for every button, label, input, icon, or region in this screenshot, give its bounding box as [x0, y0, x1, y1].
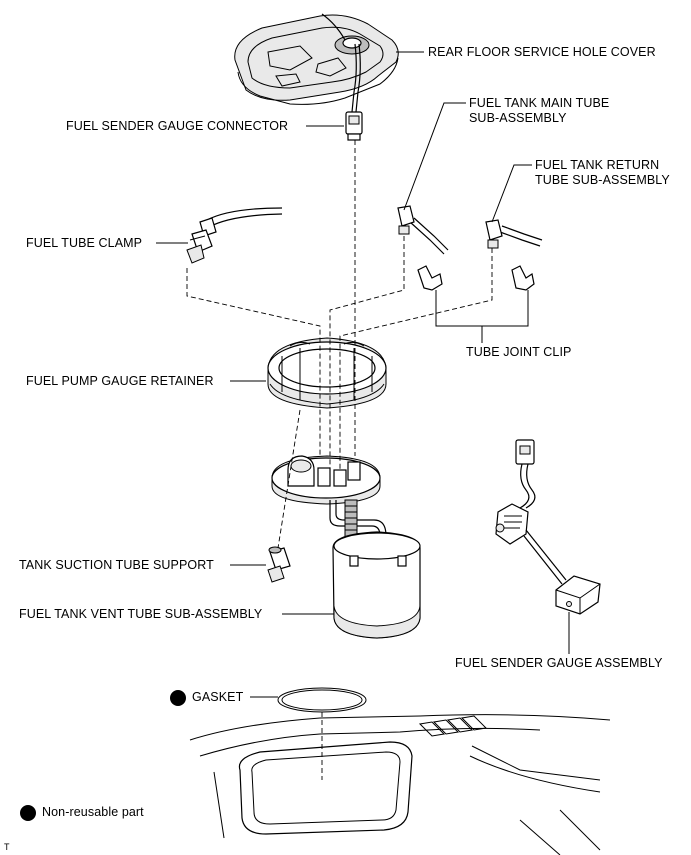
fuel-tube-clamp	[186, 207, 283, 264]
label-tube-joint-clip: TUBE JOINT CLIP	[466, 345, 572, 359]
non-reusable-legend-marker	[20, 805, 36, 821]
label-gasket: GASKET	[192, 690, 244, 704]
fuel-tank-main-tube	[397, 205, 449, 255]
label-fuel-sender-gauge-assembly: FUEL SENDER GAUGE ASSEMBLY	[455, 656, 663, 670]
fuel-tank-body	[189, 714, 611, 855]
label-fuel-tank-main-tube-line1: FUEL TANK MAIN TUBE	[469, 96, 610, 110]
tank-suction-tube-support	[267, 546, 291, 583]
fuel-pump-gauge-retainer	[267, 337, 387, 409]
leader-lines	[156, 51, 570, 698]
label-rear-floor-service-hole-cover: REAR FLOOR SERVICE HOLE COVER	[428, 45, 656, 59]
label-fuel-tank-vent-tube-sub-assembly: FUEL TANK VENT TUBE SUB-ASSEMBLY	[19, 607, 263, 621]
legend-non-reusable-part: Non-reusable part	[42, 805, 144, 819]
label-fuel-tank-return-tube-line1: FUEL TANK RETURN	[535, 158, 660, 172]
label-fuel-tank-main-tube-line2: SUB-ASSEMBLY	[469, 111, 567, 125]
assembly-dashed-lines	[186, 140, 493, 780]
rear-floor-service-hole-cover	[234, 13, 399, 113]
non-reusable-marker-gasket	[170, 690, 186, 706]
label-fuel-sender-gauge-connector: FUEL SENDER GAUGE CONNECTOR	[66, 119, 289, 133]
fuel-tank-return-tube	[485, 219, 543, 249]
corner-mark: T	[4, 842, 10, 852]
gasket-ring	[277, 687, 367, 713]
fuel-sender-gauge-assembly-part	[495, 439, 601, 615]
label-fuel-tube-clamp: FUEL TUBE CLAMP	[26, 236, 143, 250]
label-fuel-pump-gauge-retainer: FUEL PUMP GAUGE RETAINER	[26, 374, 214, 388]
fuel-pump-assembly	[271, 455, 421, 639]
tube-joint-clips	[417, 265, 535, 291]
label-fuel-tank-return-tube-line2: TUBE SUB-ASSEMBLY	[535, 173, 670, 187]
fuel-sender-gauge-connector	[345, 111, 363, 141]
label-tank-suction-tube-support: TANK SUCTION TUBE SUPPORT	[19, 558, 214, 572]
